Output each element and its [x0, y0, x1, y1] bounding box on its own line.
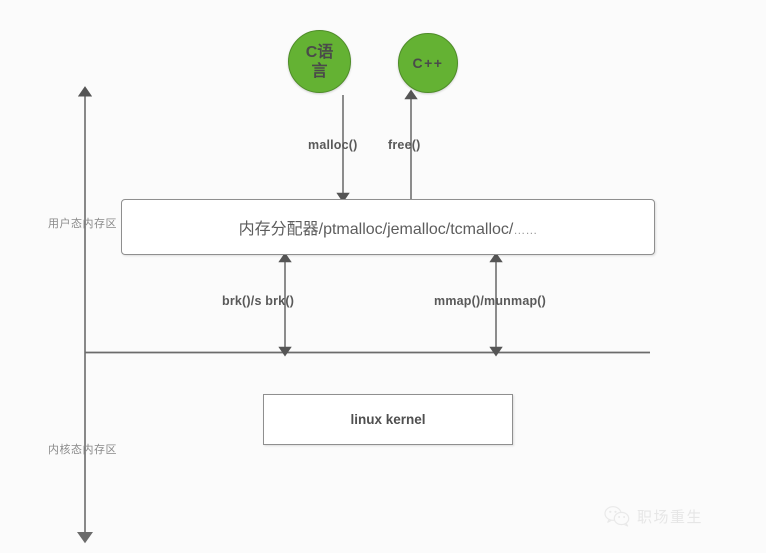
edge-label-brk: brk()/s brk()	[222, 294, 295, 308]
node-cpp-label: C++	[412, 55, 444, 71]
edge-label-malloc: malloc()	[308, 138, 358, 152]
edge-label-free: free()	[388, 138, 421, 152]
watermark: 职场重生	[604, 505, 703, 527]
node-memory-allocator-label: 内存分配器/ptmalloc/jemalloc/tcmalloc/……	[238, 221, 538, 238]
node-memory-allocator-label-ellipsis: ……	[513, 223, 538, 237]
axis-label-kernel-memory-zone: 内核态内存区	[48, 444, 117, 456]
wechat-icon	[604, 506, 630, 527]
node-c-language[interactable]: C语言	[288, 30, 351, 93]
edge-label-mmap: mmap()/munmap()	[434, 294, 547, 308]
node-cpp[interactable]: C++	[398, 33, 458, 93]
node-c-language-label: C语言	[305, 43, 334, 80]
node-linux-kernel-label: linux kernel	[350, 412, 426, 427]
axis-label-user-memory-zone: 用户态内存区	[48, 218, 117, 230]
node-linux-kernel[interactable]: linux kernel	[263, 394, 513, 445]
watermark-text: 职场重生	[637, 508, 704, 526]
node-memory-allocator[interactable]: 内存分配器/ptmalloc/jemalloc/tcmalloc/……	[121, 199, 655, 255]
